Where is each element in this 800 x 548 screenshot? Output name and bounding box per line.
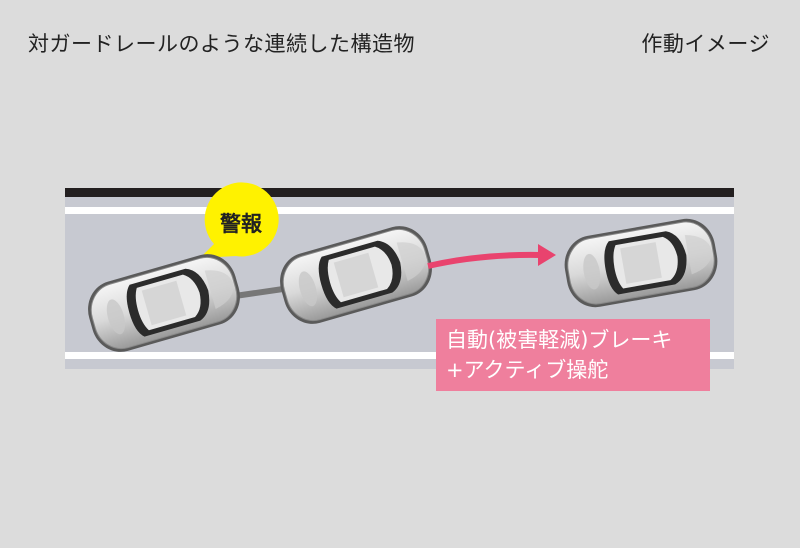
lane-line-top xyxy=(65,207,734,214)
diagram-subtitle: 作動イメージ xyxy=(641,32,770,56)
steering-arrow-head xyxy=(538,244,556,266)
guardrail xyxy=(65,188,734,197)
warning-bubble xyxy=(200,182,279,258)
action-label-box: 自動(被害軽減)ブレーキ +アクティブ操舵 xyxy=(436,319,710,391)
action-label-line2: +アクティブ操舵 xyxy=(446,358,609,382)
lane-line-bottom xyxy=(65,352,734,359)
action-label-line1: 自動(被害軽減)ブレーキ xyxy=(446,328,673,352)
warning-label: 警報 xyxy=(220,212,262,236)
road-shoulder-bottom xyxy=(65,359,734,369)
steering-arrow xyxy=(427,251,541,269)
diagram-title: 対ガードレールのような連続した構造物 xyxy=(28,32,415,56)
